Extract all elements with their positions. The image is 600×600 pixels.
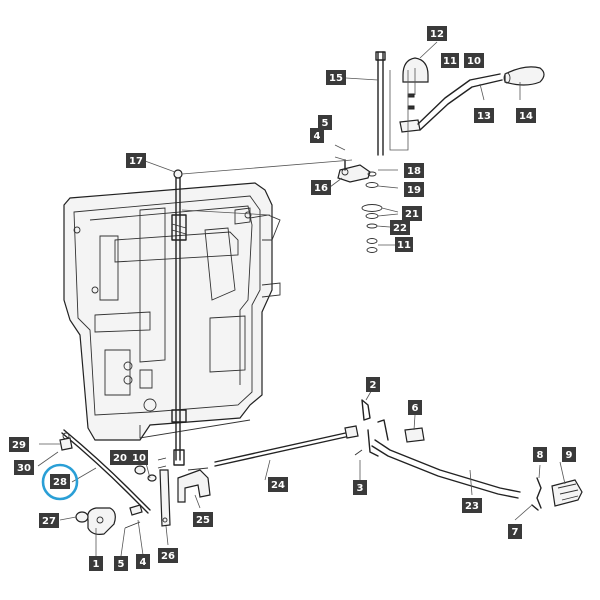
svg-text:30: 30 bbox=[17, 463, 31, 474]
svg-text:5: 5 bbox=[322, 118, 329, 129]
highlight-ring bbox=[41, 463, 79, 501]
horizontal-rod bbox=[214, 425, 359, 467]
svg-text:22: 22 bbox=[393, 223, 407, 234]
svg-text:7: 7 bbox=[512, 527, 519, 538]
callout-9: 9 bbox=[562, 447, 576, 462]
main-frame bbox=[63, 182, 281, 441]
svg-text:14: 14 bbox=[519, 111, 533, 122]
shift-lever-assembly bbox=[375, 51, 545, 156]
svg-text:3: 3 bbox=[357, 483, 364, 494]
callout-12: 12 bbox=[427, 26, 447, 41]
svg-text:11: 11 bbox=[397, 240, 411, 251]
callout-30: 30 bbox=[14, 460, 34, 475]
svg-text:9: 9 bbox=[566, 450, 573, 461]
svg-text:10: 10 bbox=[467, 56, 481, 67]
pedal-assembly bbox=[354, 399, 583, 511]
callout-5-upper: 5 bbox=[318, 115, 332, 130]
callout-11-upper: 11 bbox=[441, 53, 459, 68]
callout-5-lower: 5 bbox=[114, 556, 128, 571]
svg-text:8: 8 bbox=[537, 450, 544, 461]
svg-text:27: 27 bbox=[42, 516, 56, 527]
callout-15: 15 bbox=[326, 70, 346, 85]
callout-10-upper: 10 bbox=[464, 53, 484, 68]
svg-text:20: 20 bbox=[113, 453, 127, 464]
svg-text:10: 10 bbox=[132, 453, 146, 464]
callout-4-upper: 4 bbox=[310, 128, 324, 143]
svg-text:13: 13 bbox=[477, 111, 491, 122]
svg-text:18: 18 bbox=[407, 166, 421, 177]
callout-22: 22 bbox=[390, 220, 410, 235]
pivot-stack bbox=[334, 144, 383, 253]
svg-text:28: 28 bbox=[53, 477, 67, 488]
svg-text:23: 23 bbox=[465, 501, 479, 512]
svg-text:12: 12 bbox=[430, 29, 444, 40]
callouts: 1 2 3 4 4 5 5 6 7 8 9 10 10 11 11 12 13 … bbox=[9, 26, 576, 571]
callout-23: 23 bbox=[462, 498, 482, 513]
callout-3: 3 bbox=[353, 480, 367, 495]
svg-text:1: 1 bbox=[93, 559, 100, 570]
callout-14: 14 bbox=[516, 108, 536, 123]
svg-text:19: 19 bbox=[407, 185, 421, 196]
svg-text:11: 11 bbox=[443, 56, 457, 67]
callout-24: 24 bbox=[268, 477, 288, 492]
callout-19: 19 bbox=[404, 182, 424, 197]
svg-text:4: 4 bbox=[140, 557, 147, 568]
callout-11-lower: 11 bbox=[395, 237, 413, 252]
callout-10-lower: 10 bbox=[130, 450, 148, 465]
svg-text:25: 25 bbox=[196, 515, 210, 526]
callout-20: 20 bbox=[110, 450, 130, 465]
callout-26: 26 bbox=[158, 548, 178, 563]
svg-text:5: 5 bbox=[118, 559, 125, 570]
svg-text:6: 6 bbox=[412, 403, 419, 414]
svg-text:26: 26 bbox=[161, 551, 175, 562]
callout-1: 1 bbox=[89, 556, 103, 571]
callout-25: 25 bbox=[193, 512, 213, 527]
callout-17: 17 bbox=[126, 153, 146, 168]
callout-7: 7 bbox=[508, 524, 522, 539]
callout-2: 2 bbox=[366, 377, 380, 392]
callout-21: 21 bbox=[402, 206, 422, 221]
svg-text:2: 2 bbox=[370, 380, 377, 391]
svg-text:29: 29 bbox=[12, 440, 26, 451]
callout-8: 8 bbox=[533, 447, 547, 462]
callout-4-lower: 4 bbox=[136, 554, 150, 569]
svg-text:15: 15 bbox=[329, 73, 343, 84]
lower-center-levers bbox=[159, 467, 211, 527]
callout-18: 18 bbox=[404, 163, 424, 178]
leader-lines bbox=[37, 41, 566, 557]
callout-16: 16 bbox=[311, 180, 331, 195]
svg-text:21: 21 bbox=[405, 209, 419, 220]
svg-text:16: 16 bbox=[314, 183, 328, 194]
callout-29: 29 bbox=[9, 437, 29, 452]
svg-text:17: 17 bbox=[129, 156, 143, 167]
callout-6: 6 bbox=[408, 400, 422, 415]
svg-text:4: 4 bbox=[314, 131, 321, 142]
callout-13: 13 bbox=[474, 108, 494, 123]
svg-text:24: 24 bbox=[271, 480, 285, 491]
callout-28: 28 bbox=[50, 474, 70, 489]
callout-27: 27 bbox=[39, 513, 59, 528]
